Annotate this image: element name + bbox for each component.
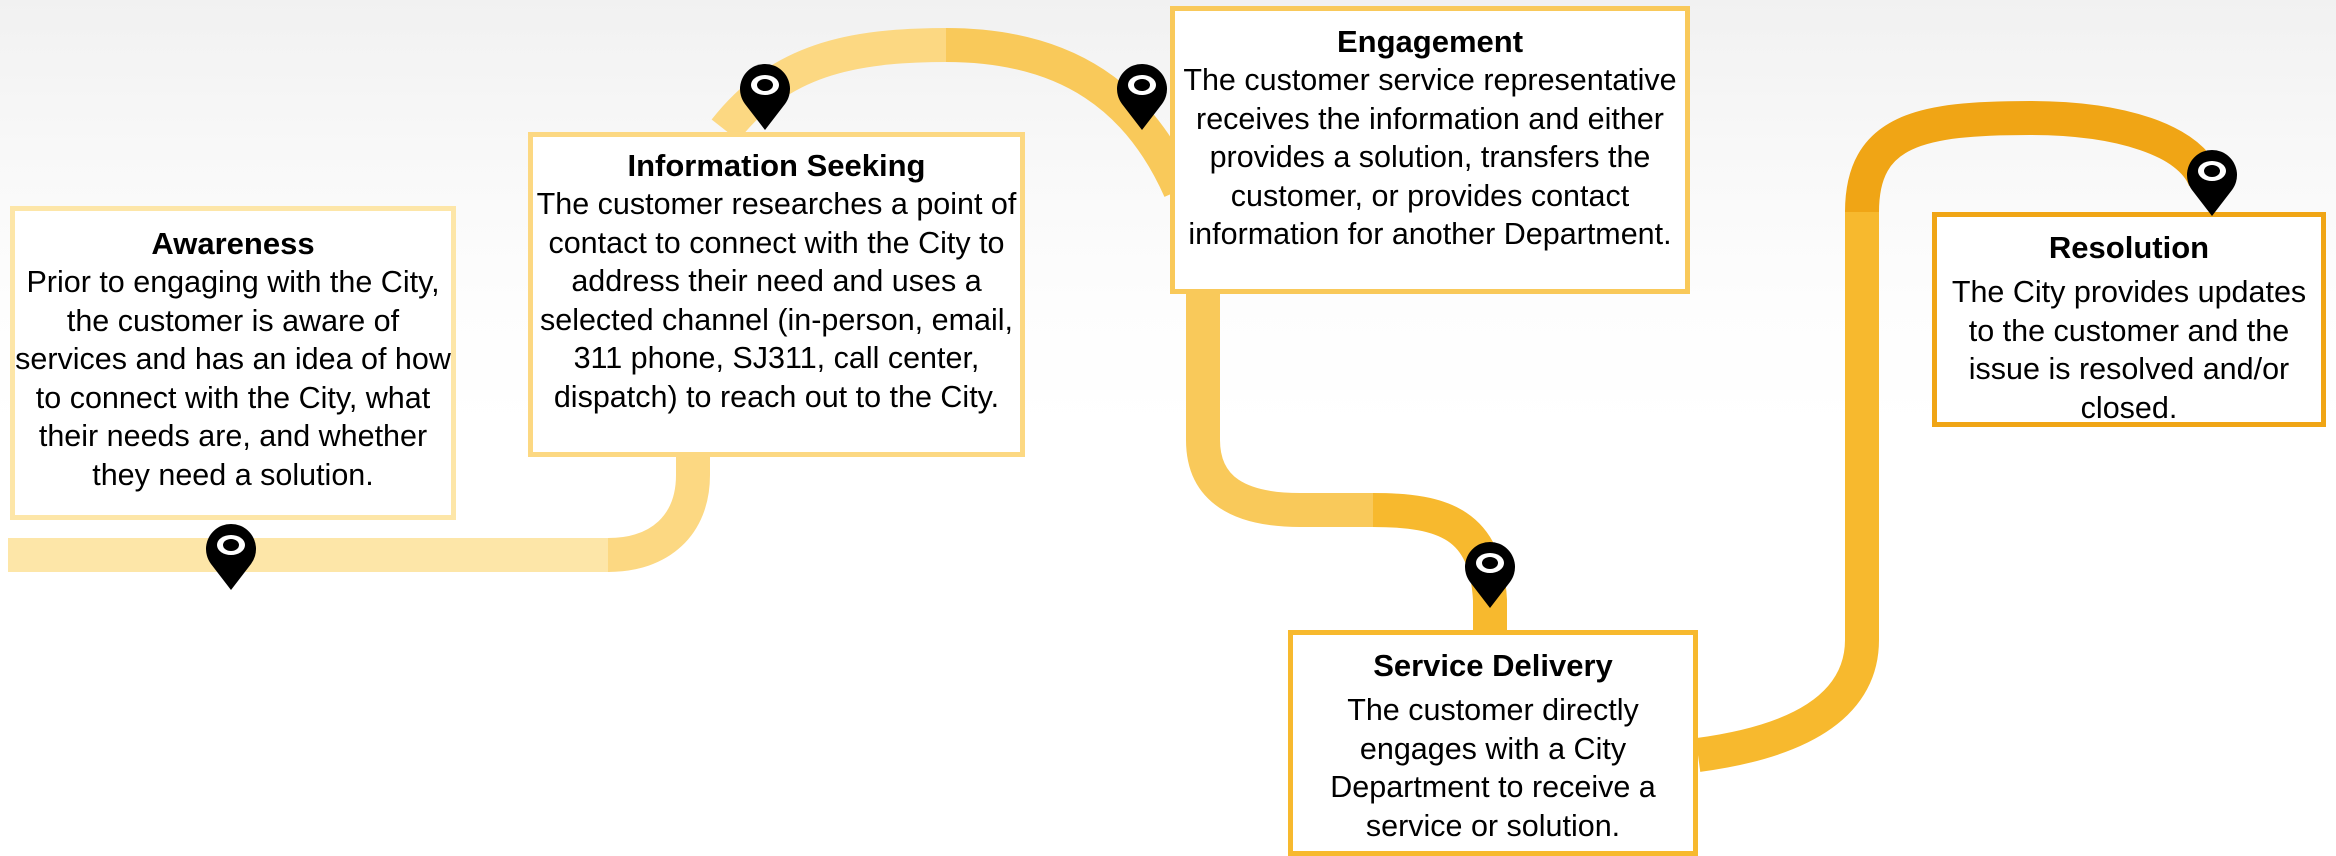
path-segment-engagement <box>945 28 1375 527</box>
stage-description-resolution: The City provides updates to the custome… <box>1951 275 2307 425</box>
stage-box-engagement: Engagement The customer service represen… <box>1170 6 1690 294</box>
map-pin-icon <box>206 524 256 590</box>
stage-box-service-delivery: Service Delivery The customer directly e… <box>1288 630 1698 856</box>
map-pin-icon <box>1117 63 1167 130</box>
map-pin-icon <box>2187 150 2237 216</box>
stage-description-awareness: Prior to engaging with the City, the cus… <box>15 265 451 492</box>
stage-description-engagement: The customer service representative rece… <box>1183 63 1677 251</box>
stage-title-information-seeking: Information Seeking <box>627 148 926 183</box>
path-segment-resolution <box>1845 100 2221 213</box>
stage-box-awareness: Awareness Prior to engaging with the Cit… <box>10 206 456 520</box>
map-pin-icon <box>1465 542 1515 608</box>
stage-box-resolution: Resolution The City provides updates to … <box>1932 212 2326 427</box>
stage-title-resolution: Resolution <box>2048 230 2210 265</box>
stage-box-information-seeking: Information Seeking The customer researc… <box>528 132 1025 457</box>
map-pin-icon <box>740 63 790 130</box>
stage-title-engagement: Engagement <box>1336 24 1524 59</box>
stage-title-awareness: Awareness <box>151 226 315 261</box>
stage-description-service-delivery: The customer directly engages with a Cit… <box>1330 693 1656 843</box>
stage-title-service-delivery: Service Delivery <box>1373 648 1613 683</box>
stage-description-information-seeking: The customer researches a point of conta… <box>536 187 1017 414</box>
